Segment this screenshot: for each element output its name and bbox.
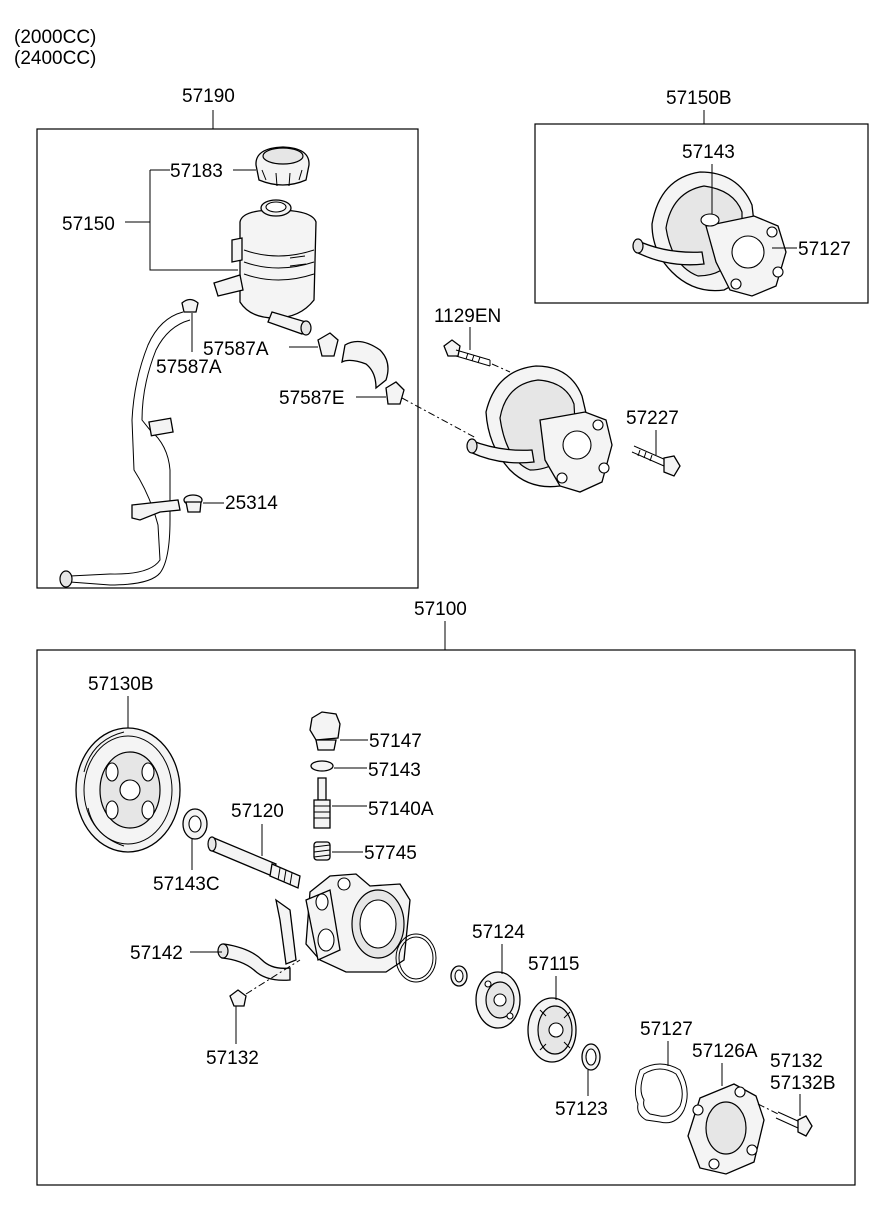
label-57132-right[interactable]: 57132 <box>770 1051 823 1072</box>
cam-ring-57124-drawing <box>475 971 521 1029</box>
group-label-pump[interactable]: 57100 <box>414 599 467 620</box>
label-57123[interactable]: 57123 <box>555 1099 608 1120</box>
clip-57587e-drawing <box>385 381 405 405</box>
engine-note-2000cc: (2000CC) <box>14 27 96 48</box>
bolt-57132-right-drawing <box>775 1111 813 1137</box>
seal-57143c-drawing <box>182 808 208 840</box>
pump-assembly-middle-drawing <box>466 365 613 493</box>
label-57227[interactable]: 57227 <box>626 408 679 429</box>
fitting-25314-drawing <box>183 494 203 513</box>
pump-group-box <box>36 649 856 1186</box>
label-57150[interactable]: 57150 <box>62 214 115 235</box>
bolt-1129en-drawing <box>443 339 491 367</box>
group-label-reservoir[interactable]: 57190 <box>182 86 235 107</box>
rotor-57115-drawing <box>527 997 577 1063</box>
spring-57745-drawing <box>313 841 331 861</box>
bolt-57132-left-drawing <box>229 989 247 1007</box>
label-57587a-right[interactable]: 57587A <box>203 339 269 360</box>
label-25314[interactable]: 25314 <box>225 493 278 514</box>
label-57587a-left[interactable]: 57587A <box>156 357 222 378</box>
label-57127[interactable]: 57127 <box>640 1019 693 1040</box>
label-57143[interactable]: 57143 <box>368 760 421 781</box>
group-label-pump-alt[interactable]: 57150B <box>666 88 732 109</box>
suction-hose-drawing <box>341 340 389 390</box>
label-57183[interactable]: 57183 <box>170 161 223 182</box>
connector-57147-drawing <box>309 711 341 751</box>
reservoir-cap-drawing <box>255 146 310 187</box>
label-57130b[interactable]: 57130B <box>88 674 154 695</box>
label-57143-top[interactable]: 57143 <box>682 142 735 163</box>
return-hose-drawing <box>69 311 184 577</box>
label-57126a[interactable]: 57126A <box>692 1041 758 1062</box>
pulley-57130b-drawing <box>75 727 181 853</box>
pump-body-drawing <box>275 873 411 973</box>
label-57127-top[interactable]: 57127 <box>798 239 851 260</box>
reservoir-tank-drawing <box>213 199 317 336</box>
label-57124[interactable]: 57124 <box>472 922 525 943</box>
label-57132b[interactable]: 57132B <box>770 1073 836 1094</box>
clip-57587a-right-drawing <box>317 332 339 357</box>
clip-57587a-left-drawing <box>181 298 199 313</box>
label-57745[interactable]: 57745 <box>364 843 417 864</box>
label-57587e[interactable]: 57587E <box>279 388 345 409</box>
cover-57126a-drawing <box>687 1083 765 1175</box>
large-oring-drawing <box>395 933 437 983</box>
valve-57140a-drawing <box>313 777 331 829</box>
tube-57142-drawing <box>217 943 291 981</box>
label-57147[interactable]: 57147 <box>369 731 422 752</box>
label-57143c[interactable]: 57143C <box>153 874 220 895</box>
pump-assembly-top-drawing <box>632 171 787 297</box>
label-57115[interactable]: 57115 <box>528 954 579 975</box>
engine-note-2400cc: (2400CC) <box>14 48 96 69</box>
label-57142[interactable]: 57142 <box>130 943 183 964</box>
label-1129en[interactable]: 1129EN <box>434 306 501 327</box>
reservoir-group-box <box>36 128 419 589</box>
gasket-57127-drawing <box>634 1063 688 1124</box>
label-57120[interactable]: 57120 <box>231 801 284 822</box>
pump-alt-group-box <box>534 123 869 304</box>
oring-57143-drawing <box>310 760 334 772</box>
bolt-57227-drawing <box>631 445 681 477</box>
shaft-57120-drawing <box>207 836 301 889</box>
label-57140a[interactable]: 57140A <box>368 799 434 820</box>
label-57132-left[interactable]: 57132 <box>206 1048 259 1069</box>
